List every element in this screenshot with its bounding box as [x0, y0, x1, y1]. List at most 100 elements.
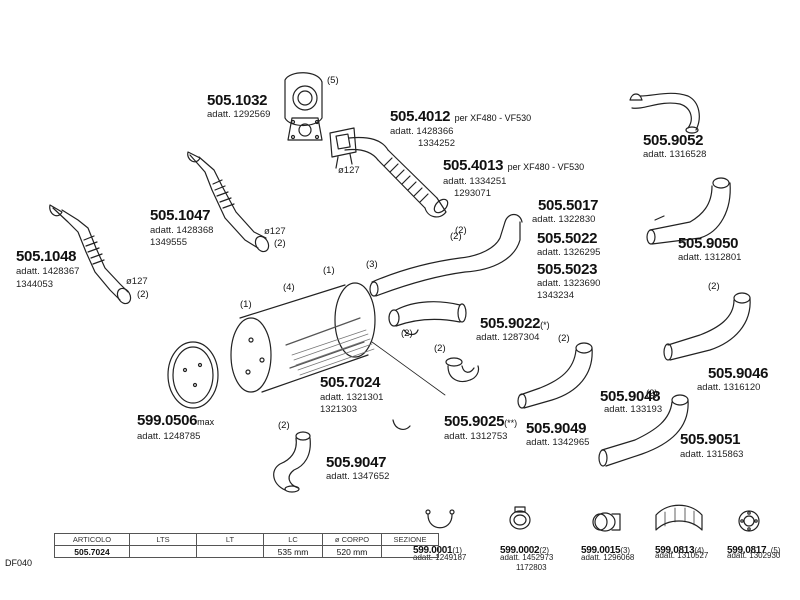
part-code: 505.9049 — [526, 420, 587, 437]
diagram-id: DF040 — [5, 558, 33, 568]
part-code: 505.9046 — [708, 365, 769, 382]
part-label: 505.4013 per XF480 - VF530 — [443, 158, 584, 174]
callout-marker: (3) — [366, 259, 378, 270]
part-label: 505.5023 — [537, 262, 597, 278]
part-adatt: 1344053 — [16, 279, 53, 290]
part-adatt: adatt. 1347652 — [326, 471, 390, 482]
part-code: 505.9051 — [680, 431, 741, 448]
part-adatt: adatt. 1316528 — [643, 149, 707, 160]
part-note: per XF480 - VF530 — [454, 113, 532, 123]
part-adatt: adatt. 1316120 — [697, 382, 761, 393]
part-adatt: adatt. 133193 — [604, 404, 663, 415]
part-adatt: adatt. 1292569 — [207, 109, 271, 120]
part-adatt: adatt. 1249187 — [413, 553, 467, 562]
part-505-9046-drawing — [663, 292, 751, 361]
part-code: 505.5023 — [537, 261, 598, 278]
callout-marker: (2) — [455, 225, 467, 236]
part-505-1048-drawing — [49, 204, 132, 305]
part-code: 505.7024 — [320, 374, 381, 391]
col-lc: LC — [263, 533, 323, 546]
part-code: 505.1047 — [150, 207, 211, 224]
cell-lc: 535 mm — [263, 545, 323, 558]
cell-corpo: 520 mm — [322, 545, 382, 558]
diameter-mark: ø127 — [338, 165, 360, 176]
part-note: (*) — [540, 320, 550, 330]
part-599-0002-drawing — [509, 506, 531, 530]
cell-lt — [196, 545, 264, 558]
part-code: 505.1048 — [16, 248, 77, 265]
part-code: 599.0015 — [581, 545, 621, 556]
part-code: 505.5017 — [538, 197, 599, 214]
part-label: 505.7024 — [320, 375, 380, 391]
part-label: 599.0015(3) — [581, 541, 630, 557]
part-label: 505.9052 — [643, 133, 703, 149]
part-label: 599.0817 (5) — [727, 541, 781, 557]
callout-marker: (2) — [450, 231, 462, 242]
part-505-9022-drawing — [388, 301, 467, 336]
callout-marker: (5) — [327, 75, 339, 86]
callout-marker: (2) — [278, 420, 290, 431]
part-label: 505.1048 — [16, 249, 76, 265]
part-label: 505.9049 — [526, 421, 586, 437]
callout-marker: (2) — [558, 333, 570, 344]
part-note: (**) — [504, 418, 518, 428]
part-505-9048-drawing — [392, 419, 411, 430]
part-adatt: adatt. 1302930 — [727, 551, 781, 560]
part-505-5017-drawing — [369, 213, 523, 297]
callout-marker: (2) — [434, 343, 446, 354]
part-code: 505.4013 — [443, 157, 504, 174]
part-label: 505.9048 — [600, 389, 660, 405]
part-adatt: adatt. 1452973 — [500, 553, 554, 562]
part-599-0817-drawing — [738, 510, 760, 532]
part-label: 505.9050 — [678, 236, 738, 252]
part-505-9050-drawing — [646, 177, 731, 245]
part-note: max — [197, 417, 215, 427]
part-code: 599.0813 — [655, 545, 695, 556]
part-label: 505.5017 — [538, 198, 598, 214]
part-note: (4) — [694, 546, 705, 555]
table-row: 505.7024 535 mm 520 mm — [54, 545, 439, 558]
part-adatt: 1343234 — [537, 290, 574, 301]
part-599-0813-drawing — [655, 504, 703, 531]
part-label: 505.4012 per XF480 - VF530 — [390, 109, 531, 125]
part-note: (5) — [770, 546, 781, 555]
cell-lts — [129, 545, 197, 558]
col-sezione: SEZIONE — [381, 533, 439, 546]
part-adatt: adatt. 1315863 — [680, 449, 744, 460]
part-adatt: adatt. 1312801 — [678, 252, 742, 263]
part-505-9051-drawing — [598, 394, 689, 467]
spec-table-header: ARTICOLO LTS LT LC ø CORPO SEZIONE — [54, 533, 439, 546]
part-code: 505.9022 — [480, 315, 541, 332]
col-corpo: ø CORPO — [322, 533, 382, 546]
part-label: 505.9022(*) — [480, 316, 550, 332]
callout-marker: (4) — [283, 282, 295, 293]
spec-table: ARTICOLO LTS LT LC ø CORPO SEZIONE 505.7… — [54, 533, 439, 558]
part-code: 599.0506 — [137, 412, 198, 429]
part-note: (3) — [620, 546, 631, 555]
diameter-mark: ø127 — [264, 226, 286, 237]
cell-articolo: 505.7024 — [54, 545, 130, 558]
callout-marker: (2) — [646, 388, 658, 399]
callout-marker: (2) — [274, 238, 286, 249]
part-505-9025-drawing — [445, 357, 480, 383]
callout-marker: (2) — [401, 328, 413, 339]
part-code: 505.9047 — [326, 454, 387, 471]
col-lt: LT — [196, 533, 264, 546]
part-label: 505.9051 — [680, 432, 740, 448]
part-label: 599.0002(2) — [500, 541, 549, 557]
part-adatt: adatt. 1296068 — [581, 553, 635, 562]
col-articolo: ARTICOLO — [54, 533, 130, 546]
part-505-1047-drawing — [187, 151, 270, 253]
part-code: 599.0817 — [727, 545, 767, 556]
part-code: 505.5022 — [537, 230, 598, 247]
part-adatt: adatt. 1287304 — [476, 332, 540, 343]
part-adatt: 1293071 — [454, 188, 491, 199]
part-adatt: adatt. 1428367 — [16, 266, 80, 277]
part-adatt: adatt. 1323690 — [537, 278, 601, 289]
part-505-7024-drawing — [230, 282, 446, 396]
part-label: 505.9025(**) — [444, 414, 517, 430]
part-note: per XF480 - VF530 — [507, 162, 585, 172]
col-lts: LTS — [129, 533, 197, 546]
part-adatt: adatt. 1334251 — [443, 176, 507, 187]
part-adatt: 1349555 — [150, 237, 187, 248]
